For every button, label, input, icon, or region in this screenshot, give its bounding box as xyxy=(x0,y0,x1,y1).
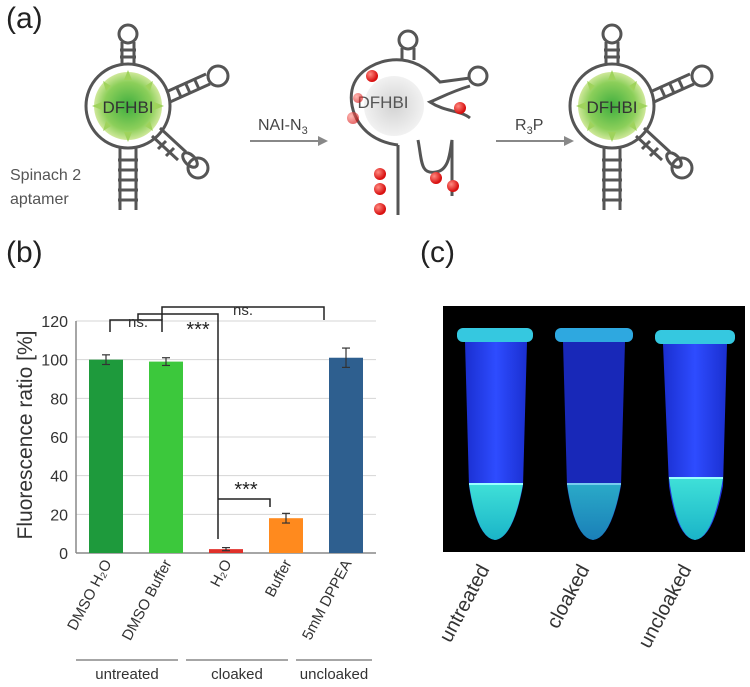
ligand-label-right: DFHBI xyxy=(587,98,638,117)
error-bar xyxy=(222,546,230,552)
ligand-glow-left xyxy=(94,72,162,140)
sig-stars-1: *** xyxy=(186,319,210,341)
error-bar xyxy=(342,347,350,369)
rna-folded-right xyxy=(568,23,714,210)
acylation-sites xyxy=(347,70,466,215)
tube-untreated xyxy=(457,328,533,540)
group-label-uncloaked: uncloaked xyxy=(300,666,368,683)
aptamer-label-line1: Spinach 2 xyxy=(10,167,81,184)
error-bar xyxy=(162,357,170,367)
ligand-rays-right xyxy=(576,70,648,142)
panel-a-scheme: DFHBI Spinach 2 aptamer NAI-N3 DFHBI R3P xyxy=(10,23,714,215)
bar xyxy=(269,518,303,553)
arrow-2-head xyxy=(564,136,574,146)
error-bar xyxy=(102,354,110,366)
x-tick-label: DMSO Buffer xyxy=(119,557,176,643)
y-tick-label: 20 xyxy=(50,507,68,524)
ligand-label-left: DFHBI xyxy=(103,98,154,117)
x-tick-label: H₂O xyxy=(207,557,235,590)
tube-cloaked xyxy=(555,328,633,540)
y-tick-label: 0 xyxy=(59,546,68,563)
bar xyxy=(149,361,183,553)
x-tick-label: Buffer xyxy=(262,557,296,600)
bar xyxy=(329,357,363,553)
group-label-cloaked: cloaked xyxy=(211,666,263,683)
error-bar xyxy=(282,512,290,524)
y-tick-label: 80 xyxy=(50,391,68,408)
rna-folded-left xyxy=(84,23,230,210)
y-tick-label: 100 xyxy=(41,353,68,370)
tube-photo xyxy=(443,306,745,552)
tube-labels: untreated cloaked uncloaked xyxy=(435,561,696,652)
ligand-rays-left xyxy=(92,70,164,142)
reagent-1-label: NAI-N3 xyxy=(258,117,308,137)
sig-ns-1: ns. xyxy=(128,314,148,331)
y-tick-label: 60 xyxy=(50,430,68,447)
bar-chart: Fluorescence ratio [%] 0 20 40 60 80 100 120 D… xyxy=(14,302,376,683)
sig-stars-2: *** xyxy=(234,479,258,501)
ligand-ghost-middle xyxy=(364,76,424,136)
y-axis-label: Fluorescence ratio [%] xyxy=(14,331,37,540)
tube-uncloaked xyxy=(655,330,735,540)
y-tick-label: 120 xyxy=(41,314,68,331)
x-tick-label: DMSO H₂O xyxy=(64,557,115,633)
ligand-glow-right xyxy=(578,72,646,140)
aptamer-label-line2: aptamer xyxy=(10,191,69,208)
panel-a-label: (a) xyxy=(6,2,43,35)
x-tick-label: 5mM DPPEA xyxy=(299,557,355,643)
sig-ns-2: ns. xyxy=(233,302,253,319)
panel-c-label: (c) xyxy=(420,236,455,269)
bar xyxy=(89,359,123,553)
significance-brackets xyxy=(109,306,325,539)
panel-b-label: (b) xyxy=(6,236,43,269)
ligand-label-middle: DFHBI xyxy=(358,93,409,112)
tube-label-untreated: untreated xyxy=(435,561,494,646)
group-label-untreated: untreated xyxy=(95,666,158,683)
y-tick-label: 40 xyxy=(50,469,68,486)
tube-label-cloaked: cloaked xyxy=(543,561,595,632)
reagent-2-label: R3P xyxy=(515,117,543,137)
rna-cloaked-middle xyxy=(349,29,489,215)
tube-label-uncloaked: uncloaked xyxy=(634,561,696,652)
arrow-1-head xyxy=(318,136,328,146)
